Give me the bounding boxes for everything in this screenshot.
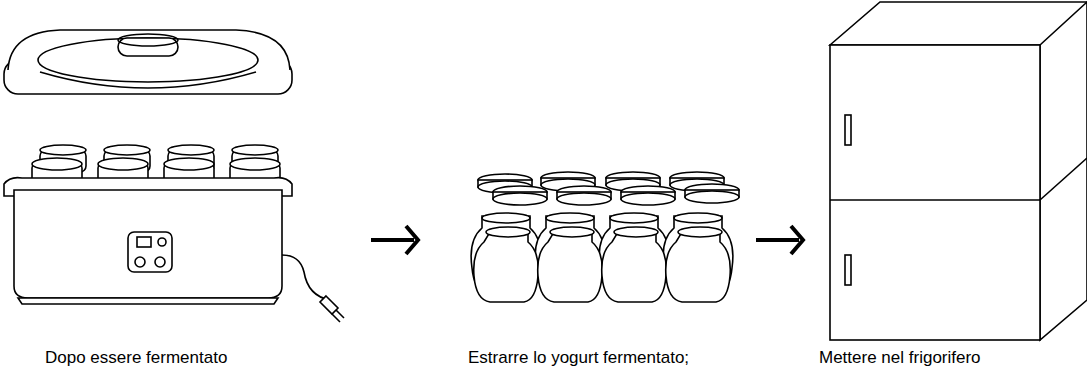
yogurt-maker-lid: [4, 30, 292, 94]
step-group: Mettere nel frigorifero: [805, 0, 1087, 372]
step-group: Estrarre lo yogurt fermentato;: [420, 160, 750, 372]
step-caption: Estrarre lo yogurt fermentato;: [468, 348, 689, 368]
step-caption: Mettere nel frigorifero: [819, 348, 981, 368]
yogurt-maker-body: [4, 178, 344, 322]
flow-arrow: [371, 226, 418, 254]
refrigerator: [830, 2, 1087, 340]
step-group: Dopo essere fermentato: [0, 25, 365, 372]
flow-arrow: [756, 226, 803, 254]
step-caption: Dopo essere fermentato: [45, 348, 227, 368]
yogurt-jars: [471, 172, 739, 302]
